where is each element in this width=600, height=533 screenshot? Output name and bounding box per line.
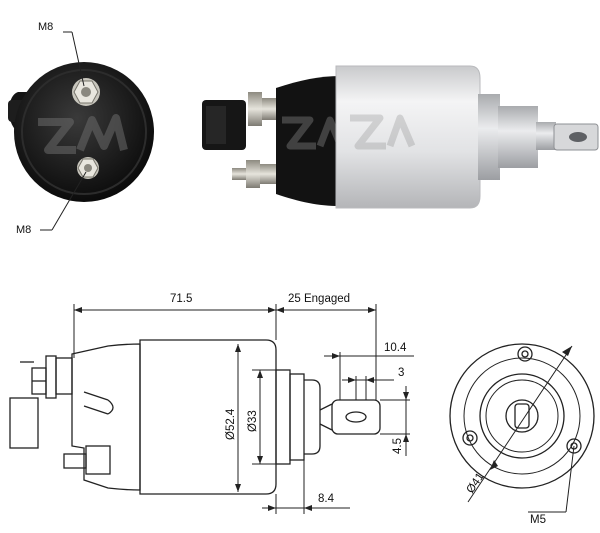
- dim-total-length: 71.5: [170, 293, 192, 305]
- zm-logo-icon: [38, 114, 128, 154]
- dim-tab-width: 4.5: [392, 438, 404, 454]
- dim-slot: 3: [398, 367, 404, 379]
- bottom-nut: [246, 160, 260, 188]
- housing-step: [478, 94, 500, 180]
- dim-mount-thread: M5: [530, 514, 546, 526]
- drawing-cap-line-2: [83, 405, 109, 415]
- dim-nose-length: 8.4: [318, 493, 335, 505]
- zm-logo-watermark: [350, 114, 416, 150]
- drawing-cap-line-1: [83, 391, 109, 401]
- plunger-slot: [569, 132, 587, 142]
- nose-tube: [498, 106, 538, 168]
- drawing-nose-outer: [289, 373, 305, 461]
- side-black-cap: [276, 76, 340, 206]
- callout-leader-top: [71, 31, 85, 87]
- front-flange-circle: [463, 357, 581, 475]
- dim-engaged: 25 Engaged: [288, 293, 350, 305]
- bottom-stud: [232, 168, 250, 180]
- dim-nose-diameter: Ø33: [247, 410, 259, 432]
- drawing-connector-block: [9, 397, 39, 449]
- cap-rim: [21, 69, 147, 195]
- drawing-bottom-terminal: [85, 445, 111, 475]
- drawing-plunger-neck-bottom: [319, 423, 333, 431]
- callout-bottom-label: M8: [16, 224, 31, 236]
- top-washer: [262, 98, 278, 120]
- front-nose-circle: [479, 373, 565, 459]
- mount-hole-left-inner: [466, 434, 474, 442]
- front-outer-circle: [449, 343, 595, 489]
- dim-bolt-circle: Ø41: [465, 471, 487, 496]
- front-arrows: [490, 346, 572, 470]
- drawing-nose-tip: [304, 379, 321, 455]
- leader-m5: [565, 445, 575, 513]
- mount-hole-top: [517, 346, 533, 362]
- plunger-neck: [536, 122, 556, 150]
- top-nut: [248, 92, 262, 126]
- side-drawing: [9, 339, 381, 495]
- side-dimensions: [73, 304, 414, 514]
- callout-leader-bottom: [51, 171, 87, 231]
- front-drawing: [449, 343, 595, 513]
- front-plunger-circle: [505, 399, 539, 433]
- drawing-bottom-stud: [63, 453, 87, 469]
- drawing-top-washer: [45, 355, 57, 399]
- drawing-plunger-slot: [345, 411, 367, 423]
- dim-body-diameter: Ø52.4: [225, 408, 237, 440]
- drawing-plunger-neck-top: [319, 403, 333, 411]
- front-inner-circle: [485, 379, 559, 453]
- mount-hole-top-inner: [521, 350, 529, 358]
- silver-housing: [335, 65, 481, 209]
- drawing-cap-curve: [107, 399, 114, 415]
- drawing-top-terminal: [55, 357, 73, 395]
- drawing-nose-step: [275, 369, 291, 465]
- connector-slot: [206, 106, 226, 144]
- leader-bolt-circle: [467, 345, 573, 503]
- bottom-terminal: [77, 157, 99, 179]
- end-view-photo: M8 M8: [8, 21, 154, 236]
- mount-hole-right: [566, 438, 582, 454]
- dim-plunger-reach: 10.4: [384, 342, 407, 354]
- callout-top-label: M8: [38, 21, 53, 33]
- side-dimension-arrows: [74, 307, 409, 511]
- drawing-plunger-tab: [331, 399, 381, 435]
- mount-hole-left: [462, 430, 478, 446]
- front-plunger-tab: [514, 403, 530, 429]
- side-view-photo: [202, 65, 599, 209]
- drawing-body: [139, 339, 277, 495]
- top-terminal: [72, 78, 100, 106]
